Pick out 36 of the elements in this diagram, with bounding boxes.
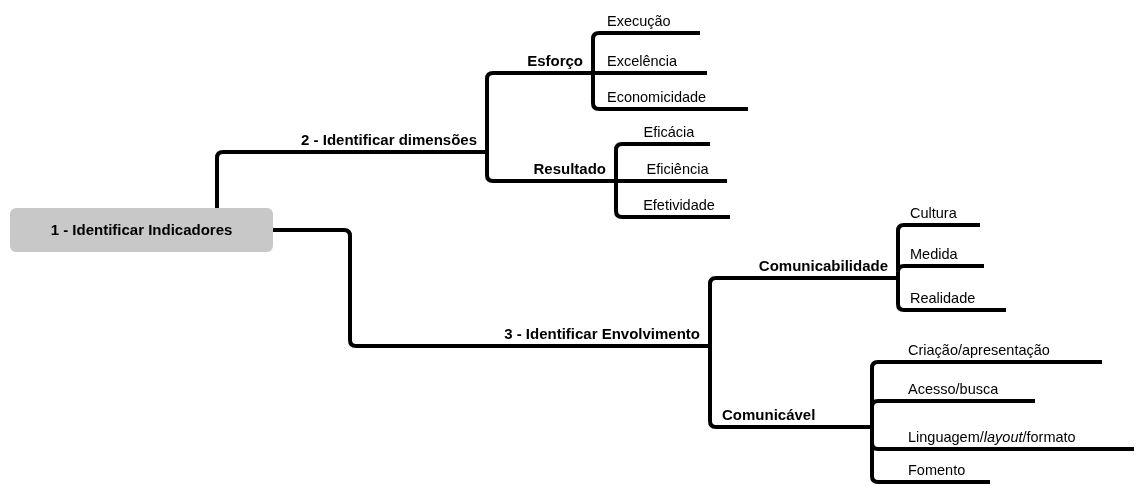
connector-line	[614, 142, 628, 181]
connector-line	[616, 179, 628, 183]
subtopic: Medida	[908, 242, 984, 268]
branch-topic: Comunicabilidade	[720, 254, 898, 280]
subtopic: Economicidade	[605, 85, 748, 111]
subtopic: Linguagem/layout/formato	[906, 425, 1134, 451]
connector-line	[708, 346, 720, 429]
connector-line	[215, 150, 235, 208]
connector-line	[485, 152, 505, 183]
connector-line	[896, 278, 908, 312]
connector-line	[591, 31, 605, 73]
branch-topic: Esforço	[505, 49, 593, 75]
connector-line	[591, 73, 605, 111]
subtopic: Criação/apresentação	[906, 338, 1102, 364]
subtopic: Cultura	[908, 201, 980, 227]
connector-line	[614, 181, 628, 219]
subtopic: Realidade	[908, 286, 1006, 312]
subtopic: Fomento	[906, 458, 990, 484]
connector-line	[273, 228, 440, 348]
central-topic-box: 1 - Identificar Indicadores	[10, 208, 273, 252]
subtopic: Eficácia	[628, 120, 710, 146]
connector-line	[708, 276, 720, 346]
connector-line	[593, 71, 605, 75]
branch-topic: Resultado	[505, 157, 616, 183]
subtopic: Excelência	[605, 49, 707, 75]
subtopic: Acesso/busca	[906, 377, 1035, 403]
connector-line	[870, 427, 906, 484]
branch-topic: 2 - Identificar dimensões	[235, 128, 487, 154]
branch-topic: Comunicável	[720, 403, 872, 429]
subtopic: Execução	[605, 9, 700, 35]
branch-topic: 3 - Identificar Envolvimento	[440, 322, 710, 348]
subtopic: Eficiência	[628, 157, 727, 183]
connector-line	[870, 399, 906, 427]
subtopic: Efetividade	[628, 193, 730, 219]
connector-line	[485, 71, 505, 152]
connector-line	[896, 264, 908, 278]
